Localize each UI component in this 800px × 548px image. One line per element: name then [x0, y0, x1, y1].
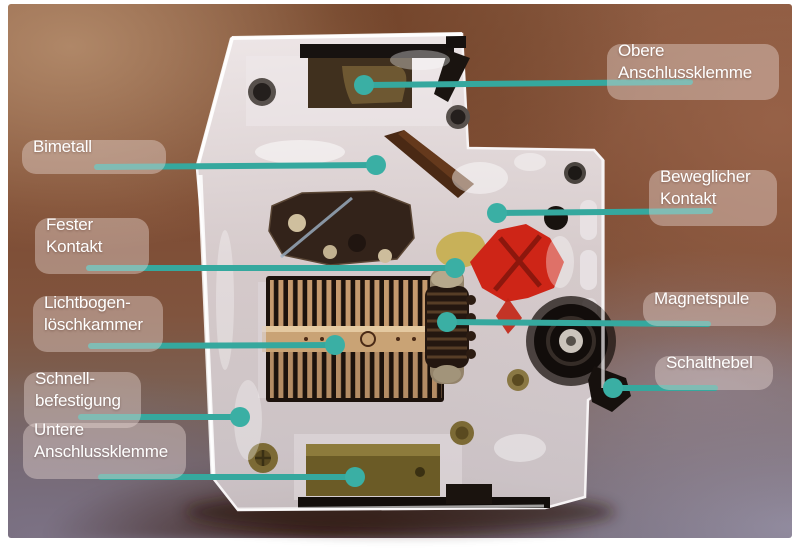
annotation-fester-kontakt: Fester Kontakt [35, 215, 149, 274]
annotation-bimetall-label: Bimetall [33, 137, 92, 156]
leader-bimetall [94, 155, 386, 175]
leader-fester-kontakt [86, 258, 465, 278]
leader-magnetspule [437, 312, 711, 332]
annotation-magnetspule: Magnetspule [643, 289, 776, 326]
annotation-lichtbogenloeschkammer: Lichtbogen- löschkammer [33, 293, 163, 352]
bimetal-strip [384, 130, 474, 198]
housing-reflections [195, 32, 605, 511]
arc-chute [258, 276, 446, 402]
annotation-untere-anschlussklemme: Untere Anschlussklemme [23, 420, 186, 479]
annotation-obere-anschlussklemme: Obere Anschlussklemme [607, 41, 779, 100]
leader-beweglicher-kontakt [487, 203, 713, 223]
annotation-untere-anschlussklemme-label: Untere Anschlussklemme [34, 420, 168, 461]
thermal-chamber [268, 190, 415, 266]
annotation-fester-kontakt-label: Fester Kontakt [46, 215, 103, 256]
leader-schalthebel [603, 378, 718, 398]
annotation-schnellbefestigung-label: Schnell- befestigung [35, 369, 121, 410]
annotation-beweglicher-kontakt: Beweglicher Kontakt [649, 167, 777, 226]
leader-schnellbefestigung [78, 407, 250, 427]
annotation-schalthebel-label: Schalthebel [666, 353, 753, 372]
annotation-obere-anschlussklemme-label: Obere Anschlussklemme [618, 41, 752, 82]
annotation-beweglicher-kontakt-label: Beweglicher Kontakt [660, 167, 751, 208]
leader-lichtbogenloeschkammer [88, 335, 345, 355]
annotation-schalthebel: Schalthebel [655, 353, 773, 390]
annotation-bimetall: Bimetall [22, 137, 166, 174]
lower-terminal [294, 434, 550, 508]
leader-untere-anschlussklemme [98, 467, 365, 487]
annotation-magnetspule-label: Magnetspule [654, 289, 750, 308]
annotation-schnellbefestigung: Schnell- befestigung [24, 369, 141, 428]
screws [248, 78, 586, 473]
annotation-lichtbogenloeschkammer-label: Lichtbogen- löschkammer [44, 293, 143, 334]
leader-obere-anschlussklemme [354, 75, 693, 95]
